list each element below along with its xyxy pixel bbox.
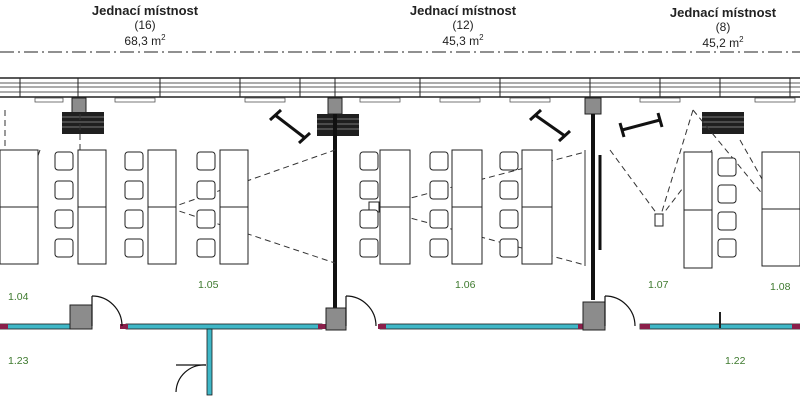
window-sills: [34, 97, 796, 103]
projector-mounts: [268, 108, 664, 145]
room-code-1-22: 1.22: [725, 355, 746, 367]
room-code-1-05: 1.05: [198, 279, 219, 291]
facade-band: [0, 77, 800, 98]
facade-columns: [71, 97, 602, 115]
room-code-1-23: 1.23: [8, 355, 29, 367]
facade-mullions: [19, 78, 791, 97]
room-code-1-06: 1.06: [455, 279, 476, 291]
room-code-1-04: 1.04: [8, 291, 29, 303]
room-title-2: Jednací místnost (12) 45,3 m2: [378, 3, 548, 49]
room-capacity: (12): [452, 17, 474, 32]
room-code-1-07: 1.07: [648, 279, 669, 291]
room-title-3: Jednací místnost (8) 45,2 m2: [638, 5, 800, 51]
room-capacity: (8): [715, 19, 731, 34]
room-name: Jednací místnost: [91, 3, 199, 18]
room-code-1-08: 1.08: [770, 281, 791, 293]
chairs: [54, 151, 737, 258]
room-area: 68,3 m2: [124, 32, 166, 48]
tables: [0, 149, 800, 269]
corridor-wall: [0, 323, 800, 396]
chair-column: [54, 151, 74, 258]
room-name: Jednací místnost: [669, 5, 777, 20]
room-area: 45,3 m2: [442, 32, 484, 48]
room-name: Jednací místnost: [409, 3, 517, 18]
room-title-1: Jednací místnost (16) 68,3 m2: [60, 3, 230, 49]
room-capacity: (16): [134, 17, 156, 32]
room-area: 45,2 m2: [702, 34, 744, 50]
ac-units: [62, 112, 744, 136]
corridor-columns: [69, 301, 606, 331]
door-markers: [0, 324, 800, 329]
partition-walls: [333, 114, 595, 308]
door-swings: [91, 295, 636, 393]
